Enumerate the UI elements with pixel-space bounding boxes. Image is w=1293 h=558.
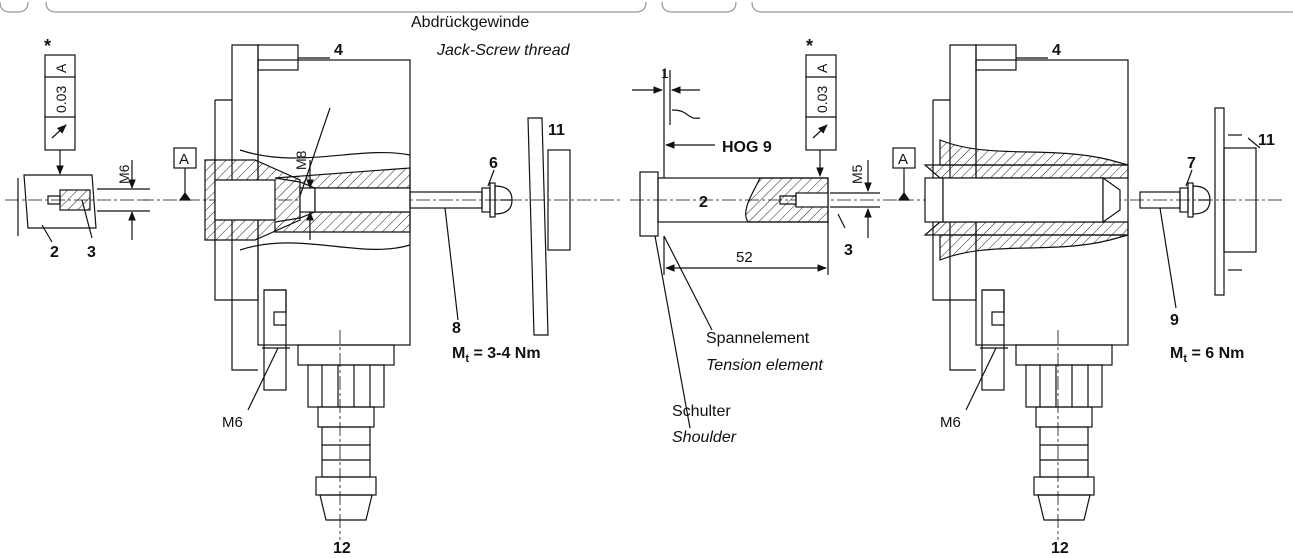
right-part-11 [1214, 107, 1261, 296]
thread-m8: M8 [293, 150, 309, 170]
fcf-left-datum: A [53, 63, 69, 73]
left-part-2: 2 [50, 244, 59, 261]
right-torque: Mt = 6 Nm [1170, 345, 1244, 365]
right-assembly [900, 44, 1285, 540]
fcf-left [44, 54, 76, 151]
left-part-3: 3 [87, 244, 96, 261]
datum-a-right-text: A [898, 151, 908, 168]
left-part-4: 4 [334, 42, 343, 59]
right-part-11: 11 [1258, 132, 1275, 149]
header-tabs [0, 1, 1293, 13]
right-thread-m6: M6 [940, 414, 961, 431]
star-middle: * [806, 36, 813, 56]
jack-screw-en: Jack-Screw thread [436, 42, 571, 59]
left-assembly [140, 44, 620, 540]
right-part-4: 4 [1052, 42, 1061, 59]
left-small-part [5, 150, 150, 243]
tension-de: Spannelement [706, 330, 810, 347]
left-part-8: 8 [452, 320, 461, 337]
datum-a-right [892, 147, 916, 201]
tension-en: Tension element [706, 357, 823, 374]
dim-52: 52 [736, 249, 753, 266]
left-part-12: 12 [333, 540, 351, 557]
left-part-6: 6 [489, 155, 498, 172]
thread-m5: M5 [849, 164, 865, 184]
middle-tension-element [630, 70, 900, 429]
middle-part-3: 3 [844, 242, 853, 259]
fcf-middle [805, 54, 837, 151]
fcf-left-value: 0.03 [53, 86, 69, 113]
left-torque: Mt = 3-4 Nm [452, 345, 541, 365]
shoulder-de: Schulter [672, 403, 731, 420]
fcf-middle-datum: A [814, 63, 830, 73]
left-part-11 [527, 117, 571, 336]
right-part-9: 9 [1170, 312, 1179, 329]
dim-1: 1 [661, 65, 669, 81]
shoulder-en: Shoulder [672, 429, 737, 446]
jack-screw-de: Abdrückgewinde [411, 14, 529, 31]
hog-label: HOG 9 [722, 139, 772, 156]
labels: * A 0.03 A M6 M8 2 3 4 6 11 8 Mt = 3-4 N… [44, 14, 1275, 557]
star-left: * [44, 36, 51, 56]
fcf-middle-value: 0.03 [814, 86, 830, 113]
datum-a-left-text: A [179, 151, 189, 168]
left-part-11: 11 [548, 122, 565, 139]
right-part-12: 12 [1051, 540, 1069, 557]
left-thread-m6-bottom: M6 [222, 414, 243, 431]
right-part-7: 7 [1187, 155, 1196, 172]
middle-part-2: 2 [699, 194, 708, 211]
datum-a-left [173, 147, 197, 201]
thread-m6-top: M6 [116, 164, 132, 184]
